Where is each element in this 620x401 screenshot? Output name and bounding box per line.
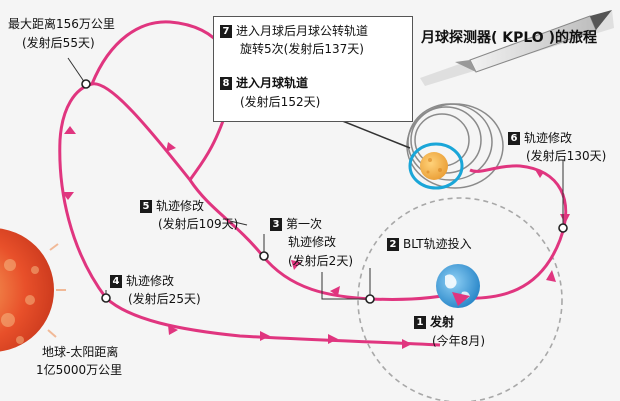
earth-sun-distance-value: 1亿5000万公里: [36, 363, 123, 377]
step-1-title: 发射: [430, 315, 455, 329]
step-6-sub: (发射后130天): [526, 149, 607, 163]
step-3-title2: 轨迹修改: [288, 235, 337, 249]
step-3-title: 第一次: [286, 217, 323, 231]
step-3-sub: (发射后2天): [288, 254, 353, 268]
point-step-6: [558, 223, 568, 233]
earth-sun-distance-label: 地球-太阳距离: [42, 345, 119, 359]
step-8-title: 进入月球轨道: [236, 76, 309, 90]
step-2-label: 2 BLT轨迹投入: [387, 236, 472, 252]
step-7-title: 进入月球后月球公转轨道: [236, 24, 369, 38]
step-2-title: BLT轨迹投入: [403, 237, 472, 251]
step-7-sub: 旋转5次(发射后137天): [240, 42, 364, 56]
step-4-title: 轨迹修改: [126, 274, 175, 288]
step-5-badge: 5: [140, 200, 152, 213]
farthest-distance-label: 最大距离156万公里: [8, 17, 115, 31]
step-6-badge: 6: [508, 132, 520, 145]
step-4-label: 4 轨迹修改: [110, 273, 174, 289]
step-5-label: 5 轨迹修改: [140, 198, 204, 214]
point-step-2: [365, 294, 375, 304]
step-6-title: 轨迹修改: [524, 131, 573, 145]
sun-icon: [0, 228, 66, 352]
point-step-4: [101, 293, 111, 303]
step-7-label: 7 进入月球后月球公转轨道: [220, 23, 368, 39]
lunar-orbit-loops: [406, 103, 504, 189]
step-1-badge: 1: [414, 316, 426, 329]
step-8-label: 8 进入月球轨道: [220, 75, 308, 91]
step-4-badge: 4: [110, 275, 122, 288]
step-8-badge: 8: [220, 77, 232, 90]
step-2-badge: 2: [387, 238, 399, 251]
step-8-sub: (发射后152天): [240, 95, 321, 109]
rocket-icon: [420, 10, 614, 86]
step-1-label: 1 发射: [414, 314, 454, 330]
step-5-title: 轨迹修改: [156, 199, 205, 213]
point-step-3: [259, 251, 269, 261]
moon-icon: [420, 152, 448, 180]
farthest-days-label: (发射后55天): [22, 36, 95, 50]
point-farthest: [81, 79, 91, 89]
lunar-final-orbit: [408, 142, 464, 190]
step-3-label: 3 第一次: [270, 216, 322, 232]
step-7-badge: 7: [220, 25, 232, 38]
step-6-label: 6 轨迹修改: [508, 130, 572, 146]
step-3-badge: 3: [270, 218, 282, 231]
step-1-sub: (今年8月): [432, 334, 485, 348]
callout-box: [213, 16, 413, 122]
step-5-sub: (发射后109天): [158, 217, 239, 231]
earth-moon-orbit: [357, 197, 563, 401]
diagram-title: 月球探测器( KPLO )的旅程: [421, 30, 597, 46]
step-4-sub: (发射后25天): [128, 292, 201, 306]
